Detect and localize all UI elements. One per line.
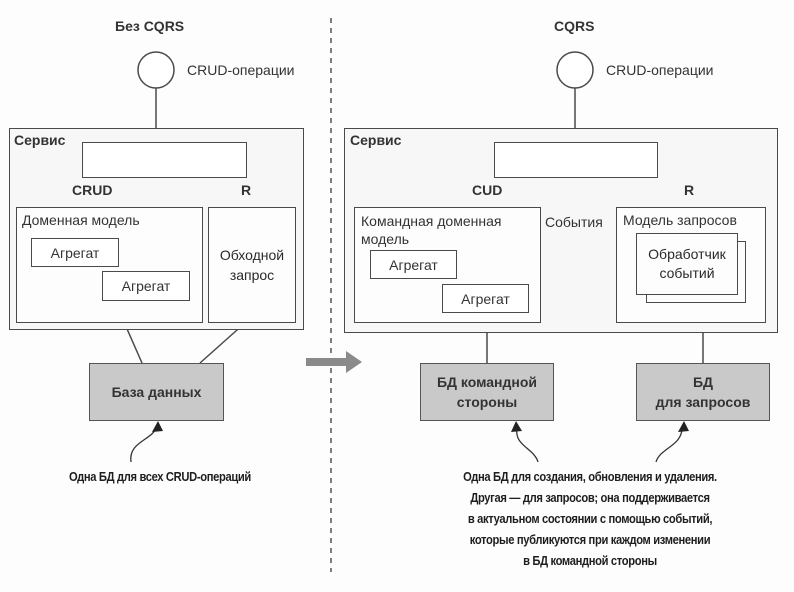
right-note-line-2: Другая — для запросов; она поддерживаетс… [470, 490, 710, 505]
left-service-label: Сервис [14, 132, 66, 148]
right-service-interface [494, 142, 658, 178]
left-client-label: CRUD-операции [187, 62, 295, 78]
right-note-line-4: которые публикуются при каждом изменении [469, 532, 711, 547]
right-note-line-3: в актуальном состоянии с помощью событий… [467, 511, 713, 526]
command-model-label: Командная доменная модель [361, 212, 501, 248]
left-aggregate-1: Агрегат [31, 238, 119, 267]
left-client-circle [137, 51, 175, 89]
right-note-arrow-right [655, 427, 683, 463]
left-aggregate-2: Агрегат [102, 271, 190, 301]
right-note-line-1: Одна БД для создания, обновления и удале… [463, 469, 717, 484]
event-handler-line-2: событий [659, 265, 715, 281]
query-db-line-2: для запросов [655, 394, 751, 410]
right-title: CQRS [554, 18, 595, 34]
command-db-line-2: стороны [456, 394, 518, 410]
right-client-label: CRUD-операции [606, 62, 714, 78]
events-label: События [545, 214, 603, 230]
right-client-circle [556, 51, 594, 89]
left-database-label: База данных [111, 384, 202, 400]
right-r-label: R [684, 182, 695, 198]
right-note-arrowhead-left [511, 421, 522, 432]
right-aggregate-1: Агрегат [370, 250, 457, 279]
transition-arrow-icon [306, 351, 362, 373]
left-service-interface [82, 142, 247, 178]
right-note-arrow-left [516, 427, 539, 463]
right-note-line-5: в БД командной стороны [523, 553, 657, 568]
right-cud-label: CUD [472, 182, 503, 198]
left-note-arrowhead [152, 421, 163, 432]
command-model-line-2: модель [361, 231, 410, 247]
left-crud-label: CRUD [72, 182, 113, 198]
left-bypass-query-box: Обходной запрос [208, 207, 296, 323]
query-db-line-1: БД [692, 374, 714, 390]
left-database-box: База данных [89, 363, 224, 421]
left-r-label: R [241, 182, 252, 198]
command-db-line-1: БД командной [436, 374, 538, 390]
query-db-box: БД для запросов [636, 363, 770, 421]
bypass-query-line-2: запрос [229, 267, 275, 283]
left-note: Одна БД для всех CRUD-операций [69, 469, 251, 484]
command-db-box: БД командной стороны [420, 363, 554, 421]
right-note: Одна БД для создания, обновления и удале… [418, 466, 762, 571]
right-aggregate-2: Агрегат [442, 284, 529, 313]
left-domain-model-label: Доменная модель [22, 212, 140, 228]
bypass-query-line-1: Обходной [219, 247, 285, 263]
query-model-label: Модель запросов [623, 212, 737, 228]
event-handler-line-1: Обработчик [648, 246, 726, 262]
right-service-label: Сервис [350, 132, 402, 148]
event-handler-box: Обработчик событий [636, 233, 738, 295]
left-title: Без CQRS [115, 18, 185, 34]
left-note-arrow [130, 427, 157, 463]
command-model-line-1: Командная доменная [361, 213, 502, 229]
right-note-arrowhead-right [678, 421, 689, 432]
